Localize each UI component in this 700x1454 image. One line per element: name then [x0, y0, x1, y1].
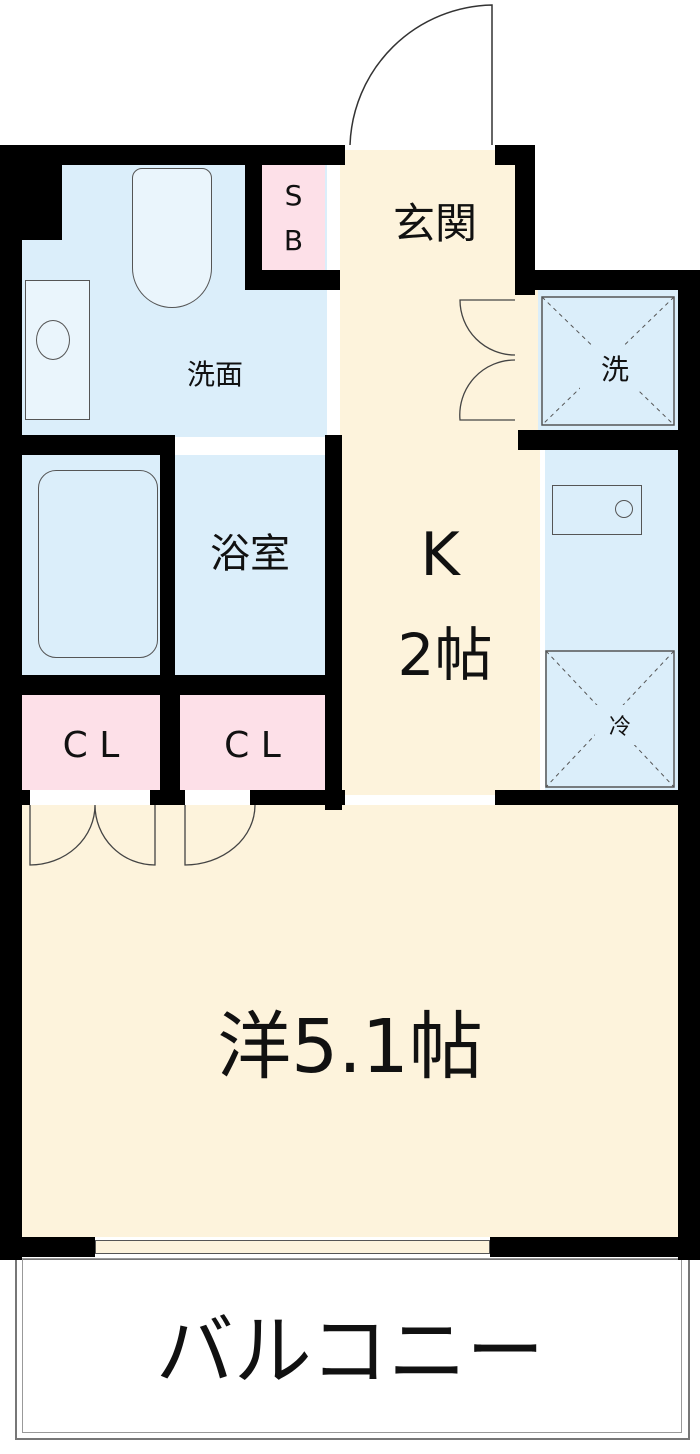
sink-basin: [36, 320, 70, 360]
wall: [22, 165, 62, 240]
wall: [325, 435, 342, 810]
western-room-label: 洋5.1帖: [217, 1003, 483, 1090]
western-room-area: [22, 805, 678, 1237]
closet-1-label: C L: [62, 724, 120, 766]
wall: [0, 435, 175, 455]
wall: [0, 145, 345, 165]
wall: [515, 270, 700, 290]
bathtub: [38, 470, 158, 658]
toilet: [132, 168, 212, 308]
kitchen-size-label: 2帖: [397, 621, 493, 689]
closet-2: [180, 695, 325, 790]
wall: [250, 790, 345, 805]
balcony-area: [15, 1258, 690, 1440]
wall: [0, 1237, 95, 1257]
shoe-box: [262, 165, 325, 270]
kitchen-area: [340, 290, 540, 795]
wall: [678, 270, 700, 1260]
wall: [490, 1237, 700, 1257]
shoe-box-label-b: B: [283, 223, 304, 257]
fridge-cross-icon: [545, 650, 675, 788]
wall: [518, 430, 700, 450]
kitchen-door: [459, 299, 516, 421]
entrance-area: [340, 150, 518, 290]
entrance-door-swing: [349, 4, 493, 146]
entrance-label: 玄関: [392, 198, 477, 248]
stove: [552, 485, 642, 535]
wall: [150, 790, 185, 805]
fridge-label: 冷: [595, 705, 645, 745]
wall: [515, 145, 535, 295]
wall: [245, 270, 340, 290]
kitchen-label: K: [420, 520, 460, 590]
washroom-label: 洗面: [186, 357, 243, 391]
wall: [160, 675, 180, 805]
wall: [0, 790, 30, 805]
closet-doors: [29, 805, 256, 866]
closet-1: [22, 695, 160, 790]
wall: [495, 790, 700, 805]
washer-label: 洗: [580, 345, 650, 390]
balcony-inner: [22, 1258, 682, 1433]
shoe-box-label-s: S: [284, 178, 303, 212]
closet-2-label: C L: [224, 724, 281, 766]
sink: [25, 280, 90, 420]
stove-burner: [615, 500, 633, 518]
wall: [245, 150, 262, 290]
wall: [0, 145, 22, 1260]
bathroom-label: 浴室: [210, 531, 290, 577]
balcony-label: バルコニー: [155, 1307, 545, 1397]
window: [95, 1240, 490, 1254]
wall: [160, 435, 175, 675]
